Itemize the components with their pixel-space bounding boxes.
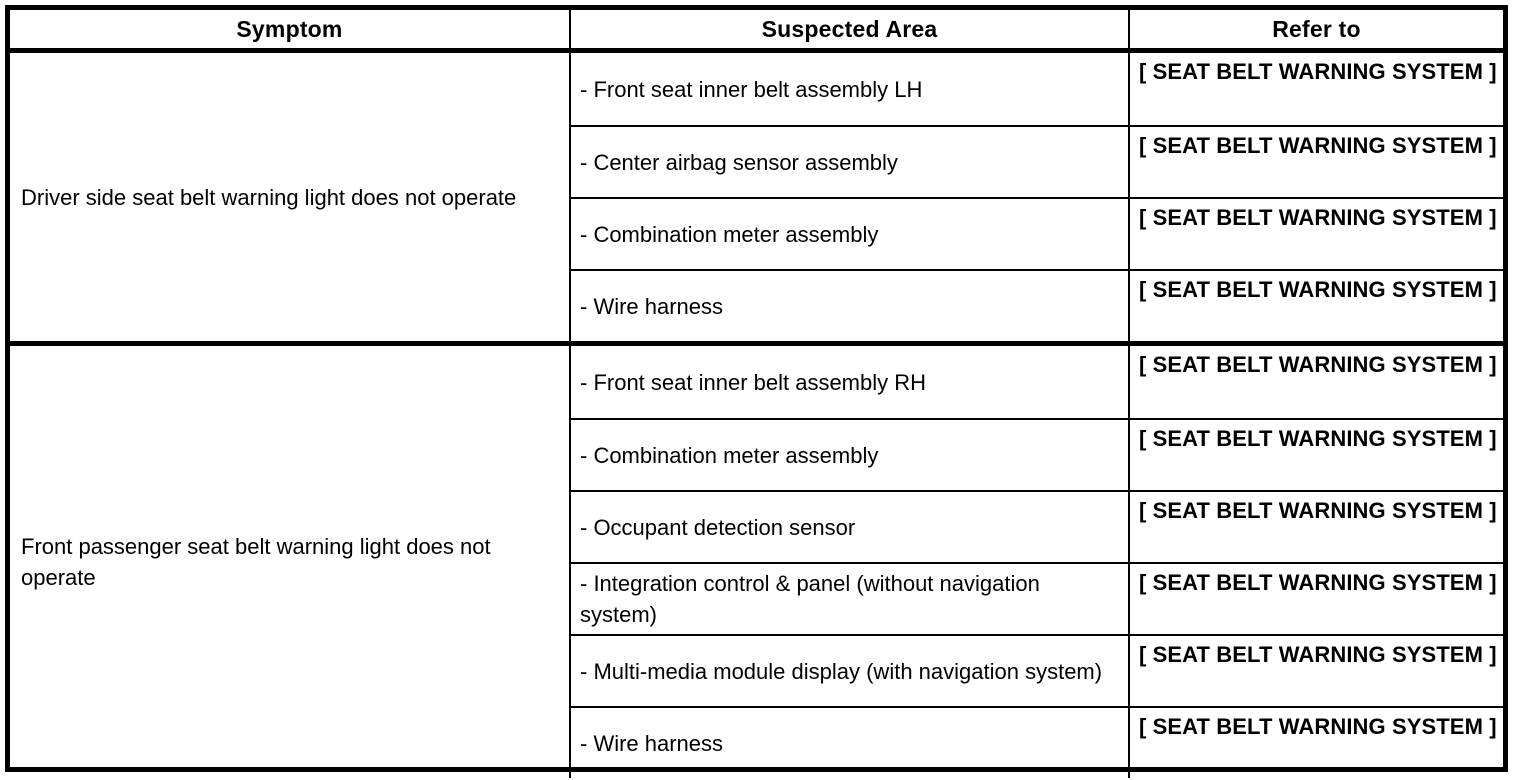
refer-to-link[interactable]: [ SEAT BELT WARNING SYSTEM ] xyxy=(1139,570,1497,595)
suspected-area-cell: - Front seat inner belt assembly LH xyxy=(571,53,1128,125)
refer-to-cell[interactable]: [ SEAT BELT WARNING SYSTEM ] xyxy=(1128,127,1503,197)
refer-to-cell[interactable]: [ SEAT BELT WARNING SYSTEM ] xyxy=(1128,492,1503,562)
refer-to-link[interactable]: [ SEAT BELT WARNING SYSTEM ] xyxy=(1139,352,1497,377)
table-row: - Multi-media module display (with navig… xyxy=(571,634,1503,706)
refer-to-cell[interactable]: [ SEAT BELT WARNING SYSTEM ] xyxy=(1128,564,1503,634)
suspected-area-cell: - Front seat inner belt assembly RH xyxy=(571,346,1128,418)
symptom-group: Driver side seat belt warning light does… xyxy=(10,53,1503,341)
refer-to-link[interactable]: [ SEAT BELT WARNING SYSTEM ] xyxy=(1139,205,1497,230)
suspected-area-row-list: - Front seat inner belt assembly LH [ SEA… xyxy=(569,53,1503,341)
suspected-area-text: - Center airbag sensor assembly xyxy=(580,149,898,175)
refer-to-link[interactable]: [ SEAT BELT WARNING SYSTEM ] xyxy=(1139,642,1497,667)
table-row: - Wire harness [ SEAT BELT WARNING SYSTEM… xyxy=(571,706,1503,778)
table-row: - Combination meter assembly [ SEAT BELT … xyxy=(571,197,1503,269)
table-row: - Integration control & panel (without n… xyxy=(571,562,1503,634)
refer-to-cell[interactable]: [ SEAT BELT WARNING SYSTEM ] xyxy=(1128,420,1503,490)
table-row: - Front seat inner belt assembly LH [ SEA… xyxy=(571,53,1503,125)
refer-to-link[interactable]: [ SEAT BELT WARNING SYSTEM ] xyxy=(1139,277,1497,302)
symptom-group: Front passenger seat belt warning light … xyxy=(10,341,1503,778)
column-header-suspected-area: Suspected Area xyxy=(569,10,1128,48)
symptom-cell: Front passenger seat belt warning light … xyxy=(10,346,569,778)
suspected-area-text: - Occupant detection sensor xyxy=(580,514,856,540)
refer-to-cell[interactable]: [ SEAT BELT WARNING SYSTEM ] xyxy=(1128,708,1503,778)
suspected-area-text: - Wire harness xyxy=(580,293,724,319)
suspected-area-text: - Integration control & panel (without n… xyxy=(580,571,1040,627)
suspected-area-text: - Wire harness xyxy=(580,730,724,756)
table-row: - Front seat inner belt assembly RH [ SEA… xyxy=(571,346,1503,418)
column-header-symptom: Symptom xyxy=(236,16,343,42)
suspected-area-row-list: - Front seat inner belt assembly RH [ SEA… xyxy=(569,346,1503,778)
refer-to-link[interactable]: [ SEAT BELT WARNING SYSTEM ] xyxy=(1139,59,1497,84)
refer-to-link[interactable]: [ SEAT BELT WARNING SYSTEM ] xyxy=(1139,426,1497,451)
suspected-area-text: - Combination meter assembly xyxy=(580,221,879,247)
suspected-area-cell: - Wire harness xyxy=(571,271,1128,341)
suspected-area-text: - Multi-media module display (with navig… xyxy=(580,658,1103,684)
suspected-area-cell: - Combination meter assembly xyxy=(571,199,1128,269)
suspected-area-cell: - Center airbag sensor assembly xyxy=(571,127,1128,197)
suspected-area-cell: - Combination meter assembly xyxy=(571,420,1128,490)
refer-to-link[interactable]: [ SEAT BELT WARNING SYSTEM ] xyxy=(1139,133,1497,158)
diagnostic-symptom-table: Symptom Suspected Area Refer to Driver s… xyxy=(5,5,1508,778)
symptom-cell: Driver side seat belt warning light does… xyxy=(10,53,569,341)
table-header-row: Symptom Suspected Area Refer to xyxy=(10,10,1503,53)
table-row: - Wire harness [ SEAT BELT WARNING SYSTEM… xyxy=(571,269,1503,341)
refer-to-cell[interactable]: [ SEAT BELT WARNING SYSTEM ] xyxy=(1128,636,1503,706)
suspected-area-cell: - Wire harness xyxy=(571,708,1128,778)
symptom-text: Driver side seat belt warning light does… xyxy=(21,184,517,210)
table-row: - Center airbag sensor assembly [ SEAT BE… xyxy=(571,125,1503,197)
table-row: - Combination meter assembly [ SEAT BELT … xyxy=(571,418,1503,490)
suspected-area-text: - Front seat inner belt assembly LH xyxy=(580,76,923,102)
refer-to-cell[interactable]: [ SEAT BELT WARNING SYSTEM ] xyxy=(1128,53,1503,125)
refer-to-link[interactable]: [ SEAT BELT WARNING SYSTEM ] xyxy=(1139,714,1497,739)
suspected-area-cell: - Multi-media module display (with navig… xyxy=(571,636,1128,706)
suspected-area-text: - Front seat inner belt assembly RH xyxy=(580,369,927,395)
suspected-area-text: - Combination meter assembly xyxy=(580,442,879,468)
column-header-refer-to: Refer to xyxy=(1128,10,1503,48)
table-body: Driver side seat belt warning light does… xyxy=(10,53,1503,778)
suspected-area-cell: - Integration control & panel (without n… xyxy=(571,564,1128,634)
refer-to-cell[interactable]: [ SEAT BELT WARNING SYSTEM ] xyxy=(1128,346,1503,418)
symptom-text: Front passenger seat belt warning light … xyxy=(21,534,491,590)
refer-to-cell[interactable]: [ SEAT BELT WARNING SYSTEM ] xyxy=(1128,199,1503,269)
refer-to-link[interactable]: [ SEAT BELT WARNING SYSTEM ] xyxy=(1139,498,1497,523)
suspected-area-cell: - Occupant detection sensor xyxy=(571,492,1128,562)
table-row: - Occupant detection sensor [ SEAT BELT W… xyxy=(571,490,1503,562)
refer-to-cell[interactable]: [ SEAT BELT WARNING SYSTEM ] xyxy=(1128,271,1503,341)
